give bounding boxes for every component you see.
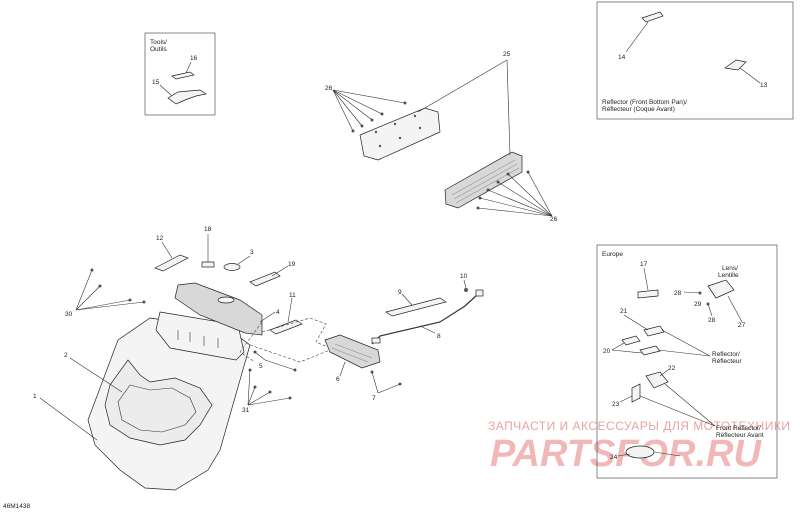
reflector-box: 14 13 Reflector (Front Bottom Pan)/ Réfl… <box>596 1 794 120</box>
lens-caption-2: Lentille <box>718 272 739 279</box>
part-3: 3 <box>223 249 254 271</box>
callout-18: 18 <box>204 226 212 233</box>
tools-subtitle: Outils <box>150 46 167 53</box>
part-19: 19 <box>249 261 296 287</box>
callout-26-lower: 26 <box>550 216 558 223</box>
europe-title: Europe <box>602 251 623 258</box>
part-4-callout: 4 <box>259 309 280 323</box>
bolts-5: 5 <box>253 350 297 372</box>
reflector-part-14 <box>641 11 664 23</box>
callout-2: 2 <box>64 352 68 359</box>
bolts-26-upper: 26 <box>325 85 407 133</box>
assembly-dashed-lines <box>239 317 331 363</box>
europe-box: Europe 17 Lens/ Lentille 28 29 28 27 21 … <box>596 244 778 479</box>
reflector-caption-1: Reflector (Front Bottom Pan)/ <box>602 99 687 106</box>
part-18: 18 <box>201 226 215 268</box>
callout-25: 25 <box>503 51 511 58</box>
reflector-caption-2: Réflecteur (Coque Avant) <box>602 106 675 113</box>
callout-1: 1 <box>33 393 37 400</box>
europe-reflector-caption-2: Réflecteur <box>712 358 742 365</box>
europe-reflector-caption-1: Reflector/ <box>712 351 740 358</box>
skid-plate-upper <box>359 107 441 161</box>
callout-11: 11 <box>289 292 296 299</box>
watermark-main-text: PARTSFOR.RU <box>490 433 762 475</box>
watermark-top-text: ЗАПЧАСТИ И АКСЕССУАРЫ ДЛЯ МОТОТЕХНИКИ <box>488 419 790 433</box>
callout-27: 27 <box>738 322 746 329</box>
harness-part-8: 8 <box>371 289 484 345</box>
bolts-26-lower: 26 <box>476 170 558 223</box>
drawing-code: 46M1438 <box>3 503 30 510</box>
callout-26-upper: 26 <box>325 85 333 92</box>
callout-5: 5 <box>259 363 263 370</box>
callout-31: 31 <box>242 407 250 414</box>
light-part-6: 6 <box>324 334 381 383</box>
callout-12: 12 <box>156 235 164 242</box>
part-11: 11 <box>269 292 303 335</box>
callout-25-group: 25 <box>417 51 511 156</box>
callout-19: 19 <box>288 261 296 268</box>
callout-8: 8 <box>437 333 441 340</box>
front-reflector-caption-2: Réflecteur Avant <box>716 432 764 439</box>
europe-reflector-23 <box>631 383 641 403</box>
tools-box: Tools/ Outils 16 15 <box>144 32 216 116</box>
bolts-7: 7 <box>370 370 402 402</box>
europe-reflector-21 <box>643 325 665 337</box>
front-fascia-part-1: 1 2 <box>33 317 251 491</box>
bolts-31: 31 <box>242 368 292 414</box>
callout-24: 24 <box>610 454 618 461</box>
connector-part-10: 10 <box>460 273 468 292</box>
callout-30: 30 <box>65 311 73 318</box>
callout-21: 21 <box>620 308 628 315</box>
callout-4: 4 <box>276 309 280 316</box>
bolts-30: 30 <box>65 268 146 318</box>
europe-part-17 <box>637 289 659 299</box>
tool-part-16 <box>171 71 195 80</box>
callout-20: 20 <box>603 348 611 355</box>
lens-caption-1: Lens/ <box>722 265 738 272</box>
callout-7: 7 <box>372 395 376 402</box>
callout-17: 17 <box>640 261 648 268</box>
callout-6: 6 <box>336 376 340 383</box>
callout-13: 13 <box>760 82 768 89</box>
callout-9: 9 <box>398 289 402 296</box>
part-12: 12 <box>154 235 189 272</box>
callout-23: 23 <box>612 401 620 408</box>
europe-reflector-20-b <box>639 345 661 356</box>
tools-title: Tools/ <box>150 39 167 46</box>
callout-29: 29 <box>694 301 702 308</box>
callout-10: 10 <box>460 273 468 280</box>
europe-reflector-22 <box>645 371 669 389</box>
callout-3: 3 <box>250 249 254 256</box>
skid-plate-lower <box>444 151 523 209</box>
europe-lens-part <box>707 279 735 299</box>
callout-28-a: 28 <box>674 290 682 297</box>
callout-16: 16 <box>190 55 198 62</box>
callout-15: 15 <box>152 79 160 86</box>
strip-part-9: 9 <box>385 289 447 317</box>
europe-part-24 <box>625 445 655 459</box>
europe-reflector-20-a <box>621 335 641 346</box>
front-reflector-caption-1: Front Reflector/ <box>716 425 761 432</box>
reflector-part-13 <box>724 59 747 71</box>
callout-22: 22 <box>668 365 676 372</box>
tool-part-15 <box>167 89 207 105</box>
upper-cover-part <box>174 282 263 336</box>
callout-14: 14 <box>618 54 626 61</box>
callout-28-b: 28 <box>708 317 716 324</box>
